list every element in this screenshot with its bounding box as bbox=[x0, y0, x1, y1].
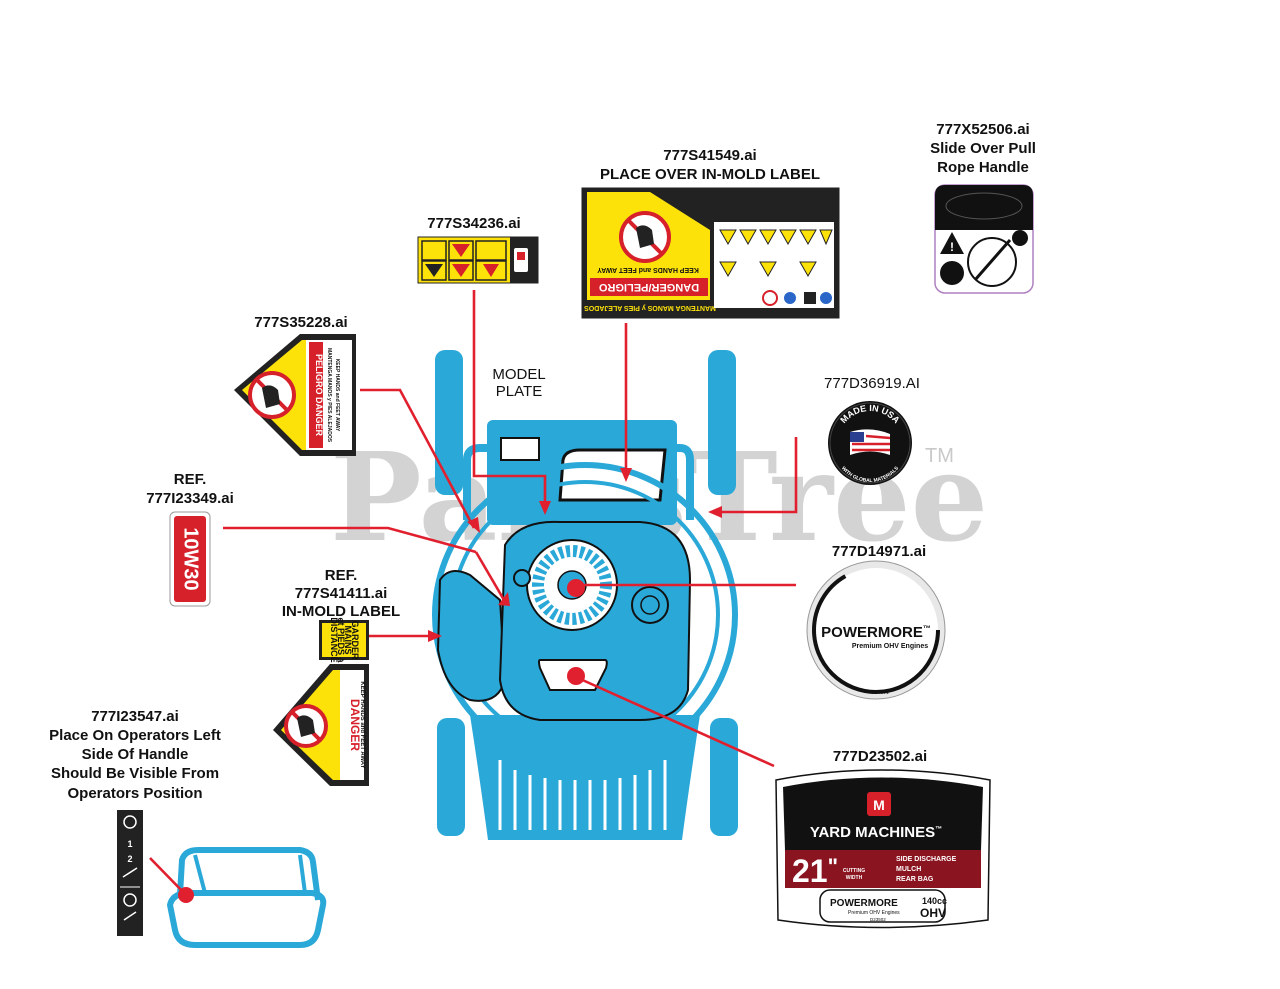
decal-777s34236 bbox=[417, 236, 539, 284]
callout-instruction: Operators Position bbox=[67, 785, 202, 802]
callout-777i23547: 777I23547.ai Place On Operators Left Sid… bbox=[49, 708, 221, 802]
callout-instruction: Slide Over Pull bbox=[930, 140, 1036, 157]
decal-777s35228: PELIGRO DANGER MANTENGA MANOS y PIES ALE… bbox=[234, 334, 356, 456]
decal-777d36919: MADE IN USA WITH GLOBAL MATERIALS bbox=[828, 401, 912, 485]
callout-777s41549: 777S41549.ai PLACE OVER IN-MOLD LABEL bbox=[600, 147, 820, 183]
callout-777x52506: 777X52506.ai Slide Over Pull Rope Handle bbox=[930, 121, 1036, 176]
callout-part-number: 777D14971.ai bbox=[832, 543, 926, 560]
callout-instruction: Rope Handle bbox=[937, 159, 1029, 176]
decal-danger-title: DANGER/PELIGRO bbox=[598, 281, 699, 293]
callout-arrows bbox=[149, 290, 798, 896]
garder-line: et PIEDS à bbox=[336, 617, 346, 663]
callout-instruction: Side Of Handle bbox=[82, 746, 189, 763]
powermore-sub: Premium OHV Engines bbox=[852, 643, 928, 650]
decal-keep-hands: KEEP HANDS and FEET AWAY bbox=[359, 681, 365, 768]
decal-keep-hands: KEEP HANDS and FEET AWAY bbox=[597, 266, 699, 273]
callout-part-number: 777S34236.ai bbox=[427, 215, 520, 232]
callout-777d36919: 777D36919.AI bbox=[824, 375, 920, 392]
width-label: WIDTH bbox=[846, 875, 863, 881]
garder-line: GARDER bbox=[350, 620, 360, 660]
callout-777s41411: REF. 777S41411.ai IN-MOLD LABEL bbox=[282, 567, 400, 620]
badge-code: D23502 bbox=[870, 917, 886, 922]
option-mulch: MULCH bbox=[896, 866, 921, 873]
yard-machines-brand: YARD MACHINES™ bbox=[810, 824, 942, 841]
oil-grade-text: 10W30 bbox=[180, 527, 202, 590]
callout-instruction: IN-MOLD LABEL bbox=[282, 603, 400, 620]
engine-cc: 140cc bbox=[922, 896, 947, 906]
callout-instruction: Should Be Visible From bbox=[51, 765, 219, 782]
decal-mantenga: MANTENGA MANOS y PIES ALEJADOS bbox=[326, 348, 332, 443]
callout-part-number: 777I23547.ai bbox=[91, 708, 179, 725]
callout-777i23349: REF. 777I23349.ai bbox=[146, 471, 234, 507]
callout-instruction: PLACE OVER IN-MOLD LABEL bbox=[600, 166, 820, 183]
callout-777s34236: 777S34236.ai bbox=[427, 215, 520, 232]
decal-777i23547: 1 2 bbox=[117, 810, 143, 936]
step-number: 2 bbox=[127, 854, 132, 864]
powermore-code: D14971 bbox=[871, 690, 889, 696]
mower-illustration bbox=[432, 350, 738, 840]
engine-sub: Premium OHV Engines bbox=[848, 910, 900, 916]
decal-keep-hands: KEEP HANDS and FEET AWAY bbox=[334, 359, 340, 432]
svg-text:M: M bbox=[873, 797, 885, 813]
callout-777d23502: 777D23502.ai bbox=[833, 748, 927, 765]
callout-777s35228: 777S35228.ai bbox=[254, 314, 347, 331]
callout-part-number: 777S41411.ai bbox=[295, 585, 388, 602]
callout-777d14971: 777D14971.ai bbox=[832, 543, 926, 560]
cutting-width-value: 21" bbox=[792, 853, 838, 889]
step-number: 1 bbox=[127, 839, 132, 849]
callout-model-plate: MODEL PLATE bbox=[492, 366, 545, 400]
model-plate-label: MODEL bbox=[492, 366, 545, 383]
callout-ref: REF. bbox=[174, 471, 207, 488]
engine-brand: POWERMORE bbox=[830, 898, 898, 909]
decal-777x52506: ! bbox=[934, 184, 1034, 294]
callout-part-number: 777S35228.ai bbox=[254, 314, 347, 331]
option-rear-bag: REAR BAG bbox=[896, 876, 934, 883]
engine-ohv: OHV bbox=[920, 906, 946, 920]
decal-mantenga: MANTENGA MANOS y PIES ALEJADOS bbox=[584, 304, 716, 311]
arrow-heads bbox=[178, 468, 722, 903]
callout-ref: REF. bbox=[325, 567, 358, 584]
decal-danger-title: DANGER bbox=[348, 699, 362, 751]
watermark-tm: TM bbox=[925, 445, 954, 467]
cutting-label: CUTTING bbox=[843, 868, 865, 874]
decal-777s41549: KEEP HANDS and FEET AWAY DANGER/PELIGRO … bbox=[581, 187, 840, 319]
callout-part-number: 777D23502.ai bbox=[833, 748, 927, 765]
callout-part-number: 777D36919.AI bbox=[824, 375, 920, 392]
callout-part-number: 777X52506.ai bbox=[936, 121, 1029, 138]
option-side-discharge: SIDE DISCHARGE bbox=[896, 856, 957, 863]
powermore-brand: POWERMORE™ bbox=[821, 624, 931, 641]
decal-777d14971: POWERMORE™ Premium OHV Engines D14971 bbox=[806, 560, 946, 700]
garder-line: DISTANCE bbox=[329, 617, 339, 662]
callout-part-number: 777I23349.ai bbox=[146, 490, 234, 507]
decal-peligro-title: PELIGRO DANGER bbox=[314, 354, 324, 437]
callout-part-number: 777S41549.ai bbox=[663, 147, 756, 164]
model-plate-label: PLATE bbox=[496, 383, 542, 400]
handle-illustration bbox=[166, 847, 327, 948]
decal-777s41411: GARDER MAINS et PIEDS à DISTANCE DANGER … bbox=[273, 617, 369, 786]
decal-777i23349: 10W30 bbox=[169, 511, 211, 607]
svg-text:!: ! bbox=[950, 240, 954, 254]
callout-instruction: Place On Operators Left bbox=[49, 727, 221, 744]
decal-777d23502: M YARD MACHINES™ 21" CUTTING WIDTH SIDE … bbox=[775, 769, 991, 929]
garder-line: MAINS bbox=[343, 626, 353, 655]
